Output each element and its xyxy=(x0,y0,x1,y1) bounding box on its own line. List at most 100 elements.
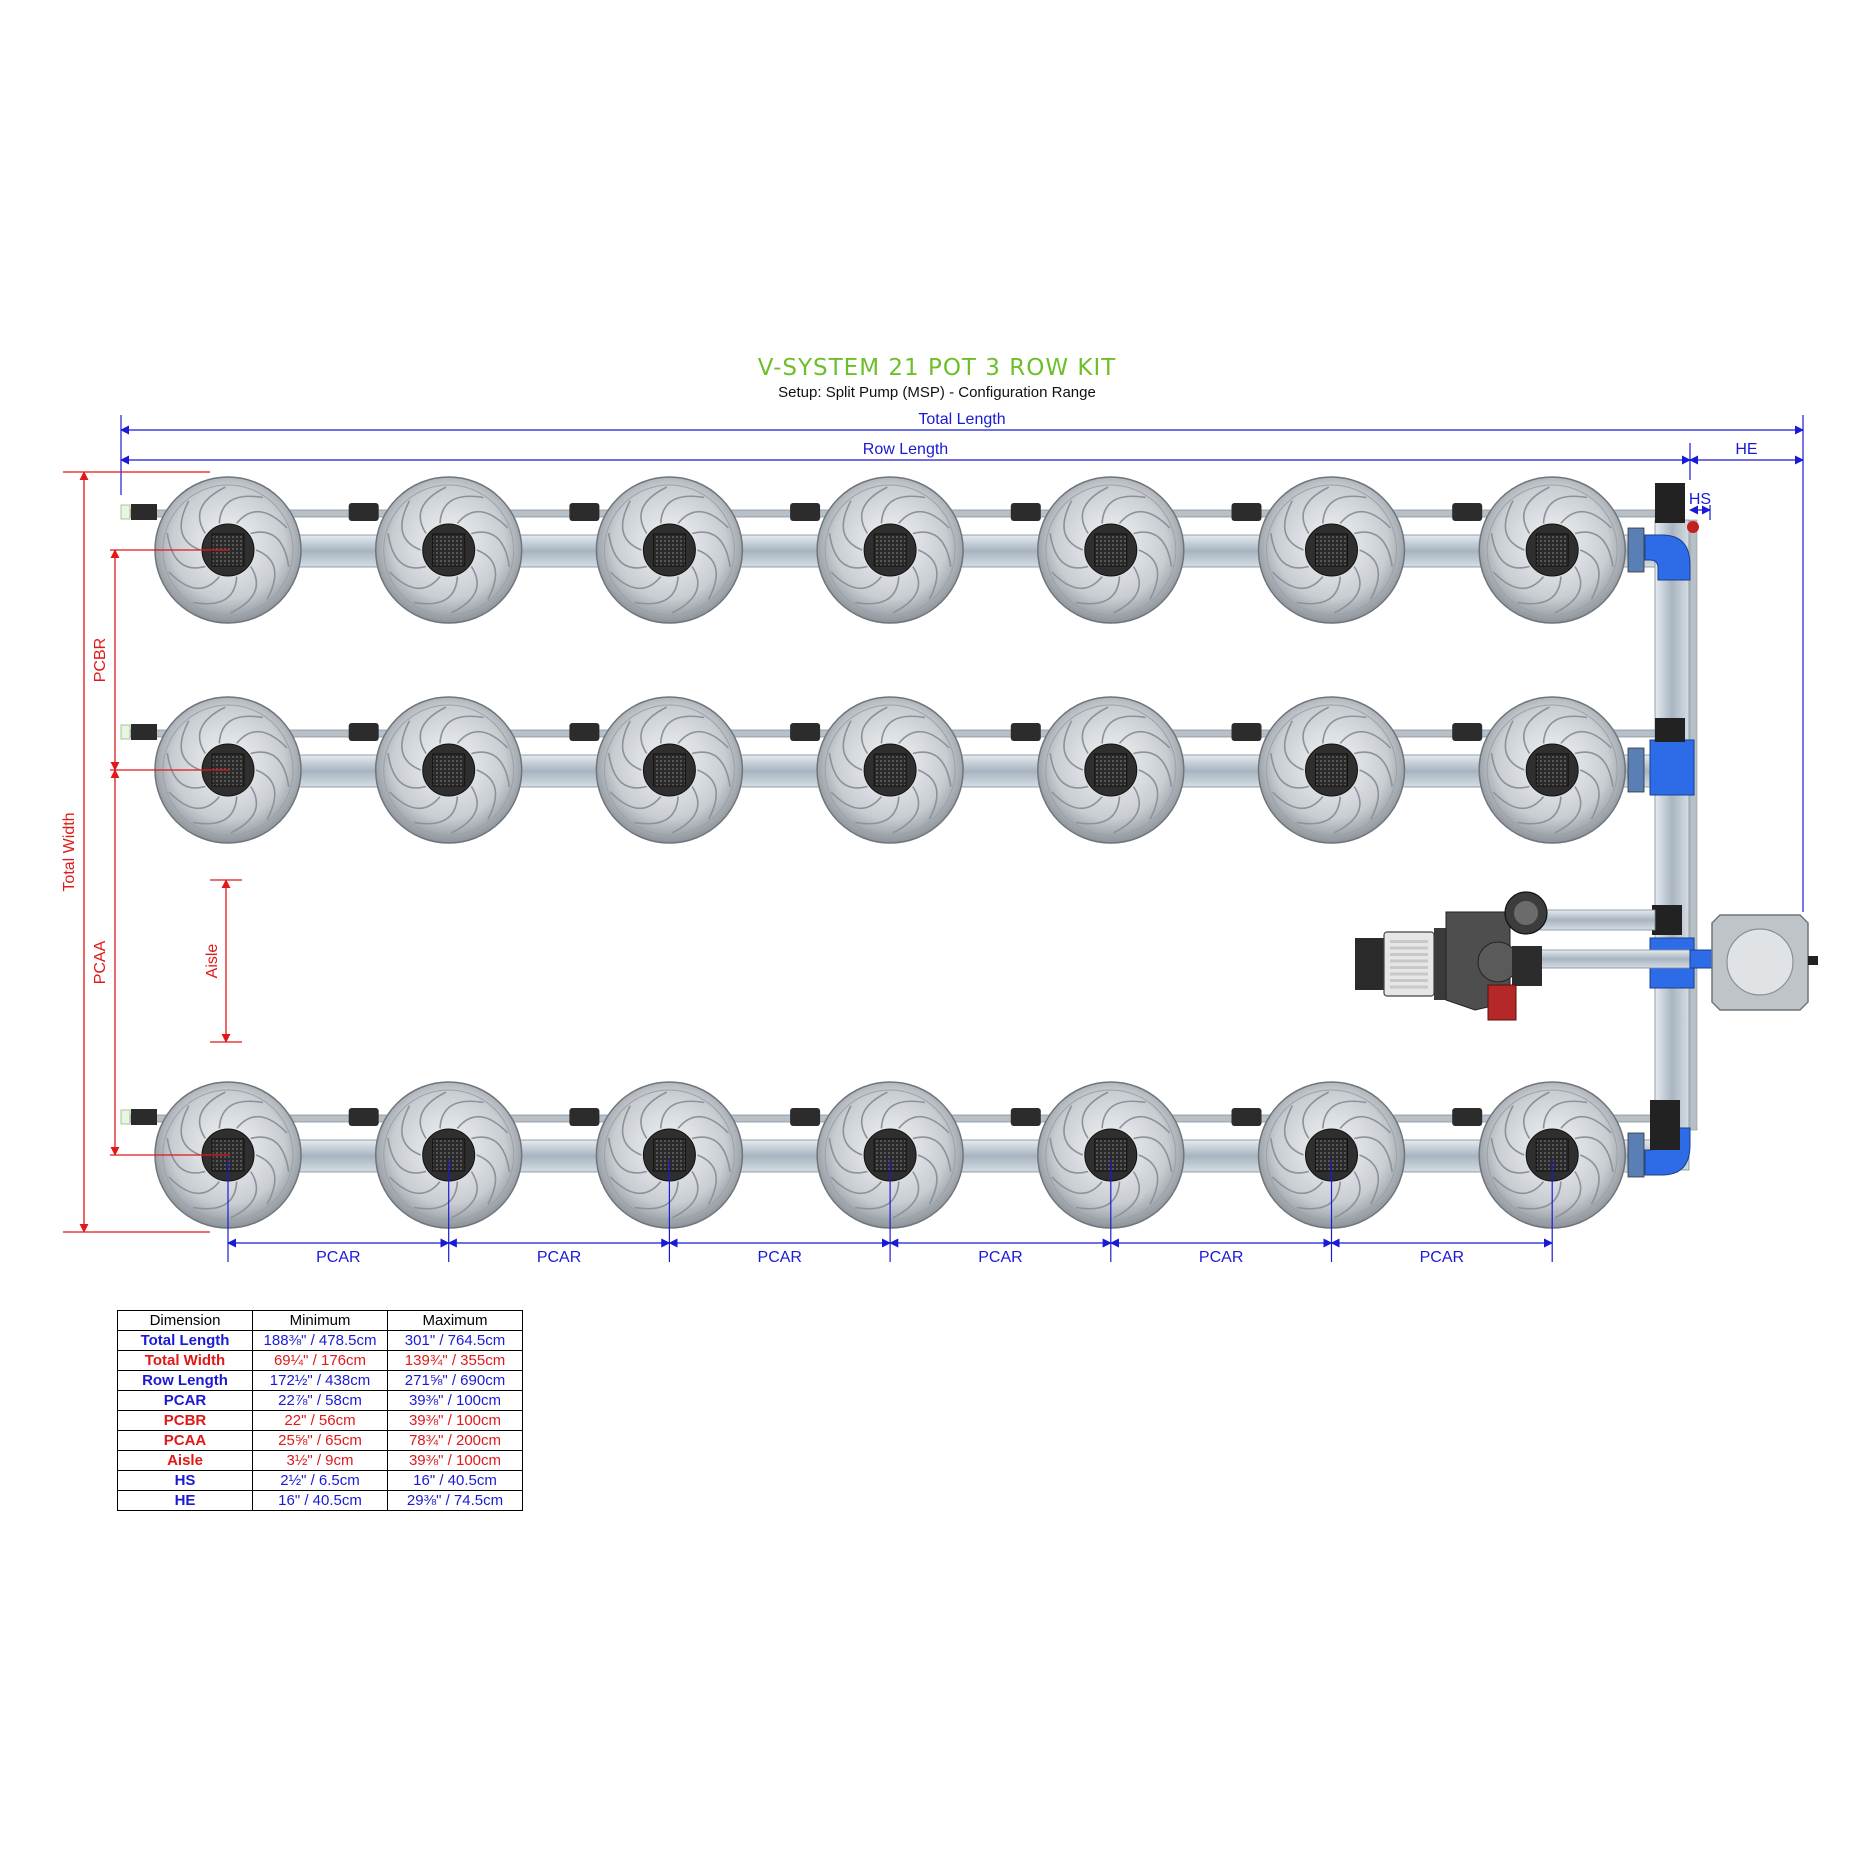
header-dimension: Dimension xyxy=(117,1310,253,1331)
cell-dimension: Total Width xyxy=(117,1350,253,1371)
pot-vane xyxy=(1554,566,1582,614)
valve-fitting xyxy=(790,723,821,741)
pot-vane xyxy=(1049,752,1089,789)
pot-vane xyxy=(912,531,952,568)
pot-vane xyxy=(413,796,459,825)
pot-vane xyxy=(860,486,888,534)
drain-mesh xyxy=(1535,753,1569,787)
pot-vane xyxy=(691,1136,731,1173)
pcar-label: PCAR xyxy=(316,1249,360,1266)
valve-fitting xyxy=(569,723,600,741)
valve-fitting xyxy=(1231,1108,1262,1126)
pot-vane xyxy=(830,791,883,810)
pot-vane xyxy=(1492,571,1545,590)
pot-vane xyxy=(413,1181,459,1210)
pot-vane xyxy=(659,495,705,524)
cell-min: 69¼" / 176cm xyxy=(252,1350,388,1371)
pipe-coupler xyxy=(1627,747,1645,793)
pot-vane xyxy=(439,715,484,744)
pot-vane xyxy=(1579,1154,1600,1205)
pot-vane xyxy=(609,791,662,810)
pot-vane xyxy=(1101,495,1146,524)
pot-vane xyxy=(917,769,938,820)
pot-vane xyxy=(1490,752,1530,789)
pot-vane xyxy=(860,706,888,754)
pot-vane xyxy=(855,796,900,825)
pot-vane xyxy=(671,786,699,834)
pot-vane xyxy=(1113,1171,1141,1219)
hs-label: HS xyxy=(1689,491,1711,508)
valve-fitting xyxy=(131,504,157,520)
pot-vane xyxy=(230,1171,258,1219)
pot-vane xyxy=(1063,500,1084,551)
pot-vane xyxy=(1579,769,1600,820)
gauge-face xyxy=(1514,901,1538,925)
pot-vane xyxy=(1133,531,1173,568)
pump-fin xyxy=(1390,940,1428,943)
pcar-label: PCAR xyxy=(537,1249,581,1266)
pot-inner-ring xyxy=(383,704,515,836)
pot-vane xyxy=(1081,1091,1109,1139)
pot-vane xyxy=(1574,751,1614,788)
pipe-elbow xyxy=(1644,534,1691,581)
pot-vane xyxy=(1049,532,1089,569)
end-cap xyxy=(120,1109,131,1125)
drain-mesh xyxy=(873,533,907,567)
pipe-coupler xyxy=(1627,527,1645,573)
cell-max: 39⅜" / 100cm xyxy=(387,1410,523,1431)
pot-vane xyxy=(1554,1171,1582,1219)
pot-vane xyxy=(1554,786,1582,834)
pot-vane xyxy=(250,531,290,568)
pot-vane xyxy=(387,752,427,789)
pot-vane xyxy=(1522,1091,1550,1139)
valve-handle xyxy=(1487,984,1517,1021)
pot-inner-ring xyxy=(824,704,956,836)
pot-vane xyxy=(198,1091,226,1139)
pot-vane xyxy=(1118,510,1171,529)
pot xyxy=(374,476,523,624)
pot-vane xyxy=(828,1137,868,1174)
pot-vane xyxy=(898,1115,950,1134)
pot-vane xyxy=(677,730,729,749)
valve-fitting xyxy=(790,1108,821,1126)
pot-vane xyxy=(1118,1115,1171,1134)
pot-vane xyxy=(168,791,220,810)
pot-vane xyxy=(1051,1176,1103,1195)
pot-vane xyxy=(912,751,952,788)
pot-vane xyxy=(250,1136,290,1173)
pot xyxy=(816,1081,964,1229)
header-minimum: Minimum xyxy=(252,1310,388,1331)
pcaa-label: PCAA xyxy=(92,940,109,984)
row-length-label: Row Length xyxy=(863,441,948,458)
pot-vane xyxy=(828,752,868,789)
pot-vane xyxy=(1333,786,1361,834)
pot-vane xyxy=(451,566,478,614)
valve-fitting xyxy=(131,1109,157,1125)
pot-vane xyxy=(671,1171,699,1219)
pot-vane xyxy=(456,730,509,749)
pot-vane xyxy=(1522,486,1550,534)
pot-vane xyxy=(659,1100,705,1129)
pot-vane xyxy=(166,532,206,569)
pot-vane xyxy=(1271,791,1324,810)
pot-vane xyxy=(387,1137,427,1174)
pot-vane xyxy=(236,730,288,749)
page-title: V-SYSTEM 21 POT 3 ROW KIT xyxy=(757,355,1117,381)
pot-vane xyxy=(1296,796,1341,825)
drain-mesh xyxy=(1315,533,1348,567)
pot xyxy=(595,1081,744,1229)
pot-vane xyxy=(677,1115,729,1134)
drain-mesh xyxy=(652,533,686,567)
pot-vane xyxy=(860,1091,888,1139)
pot-vane xyxy=(419,1091,447,1139)
cell-max: 39⅜" / 100cm xyxy=(387,1450,523,1471)
pot-vane xyxy=(255,1154,276,1205)
pot-vane xyxy=(1302,706,1330,754)
pot-vane xyxy=(413,576,459,605)
drain-mesh xyxy=(432,753,466,787)
cell-dimension: PCBR xyxy=(117,1410,253,1431)
pot-vane xyxy=(671,566,699,614)
